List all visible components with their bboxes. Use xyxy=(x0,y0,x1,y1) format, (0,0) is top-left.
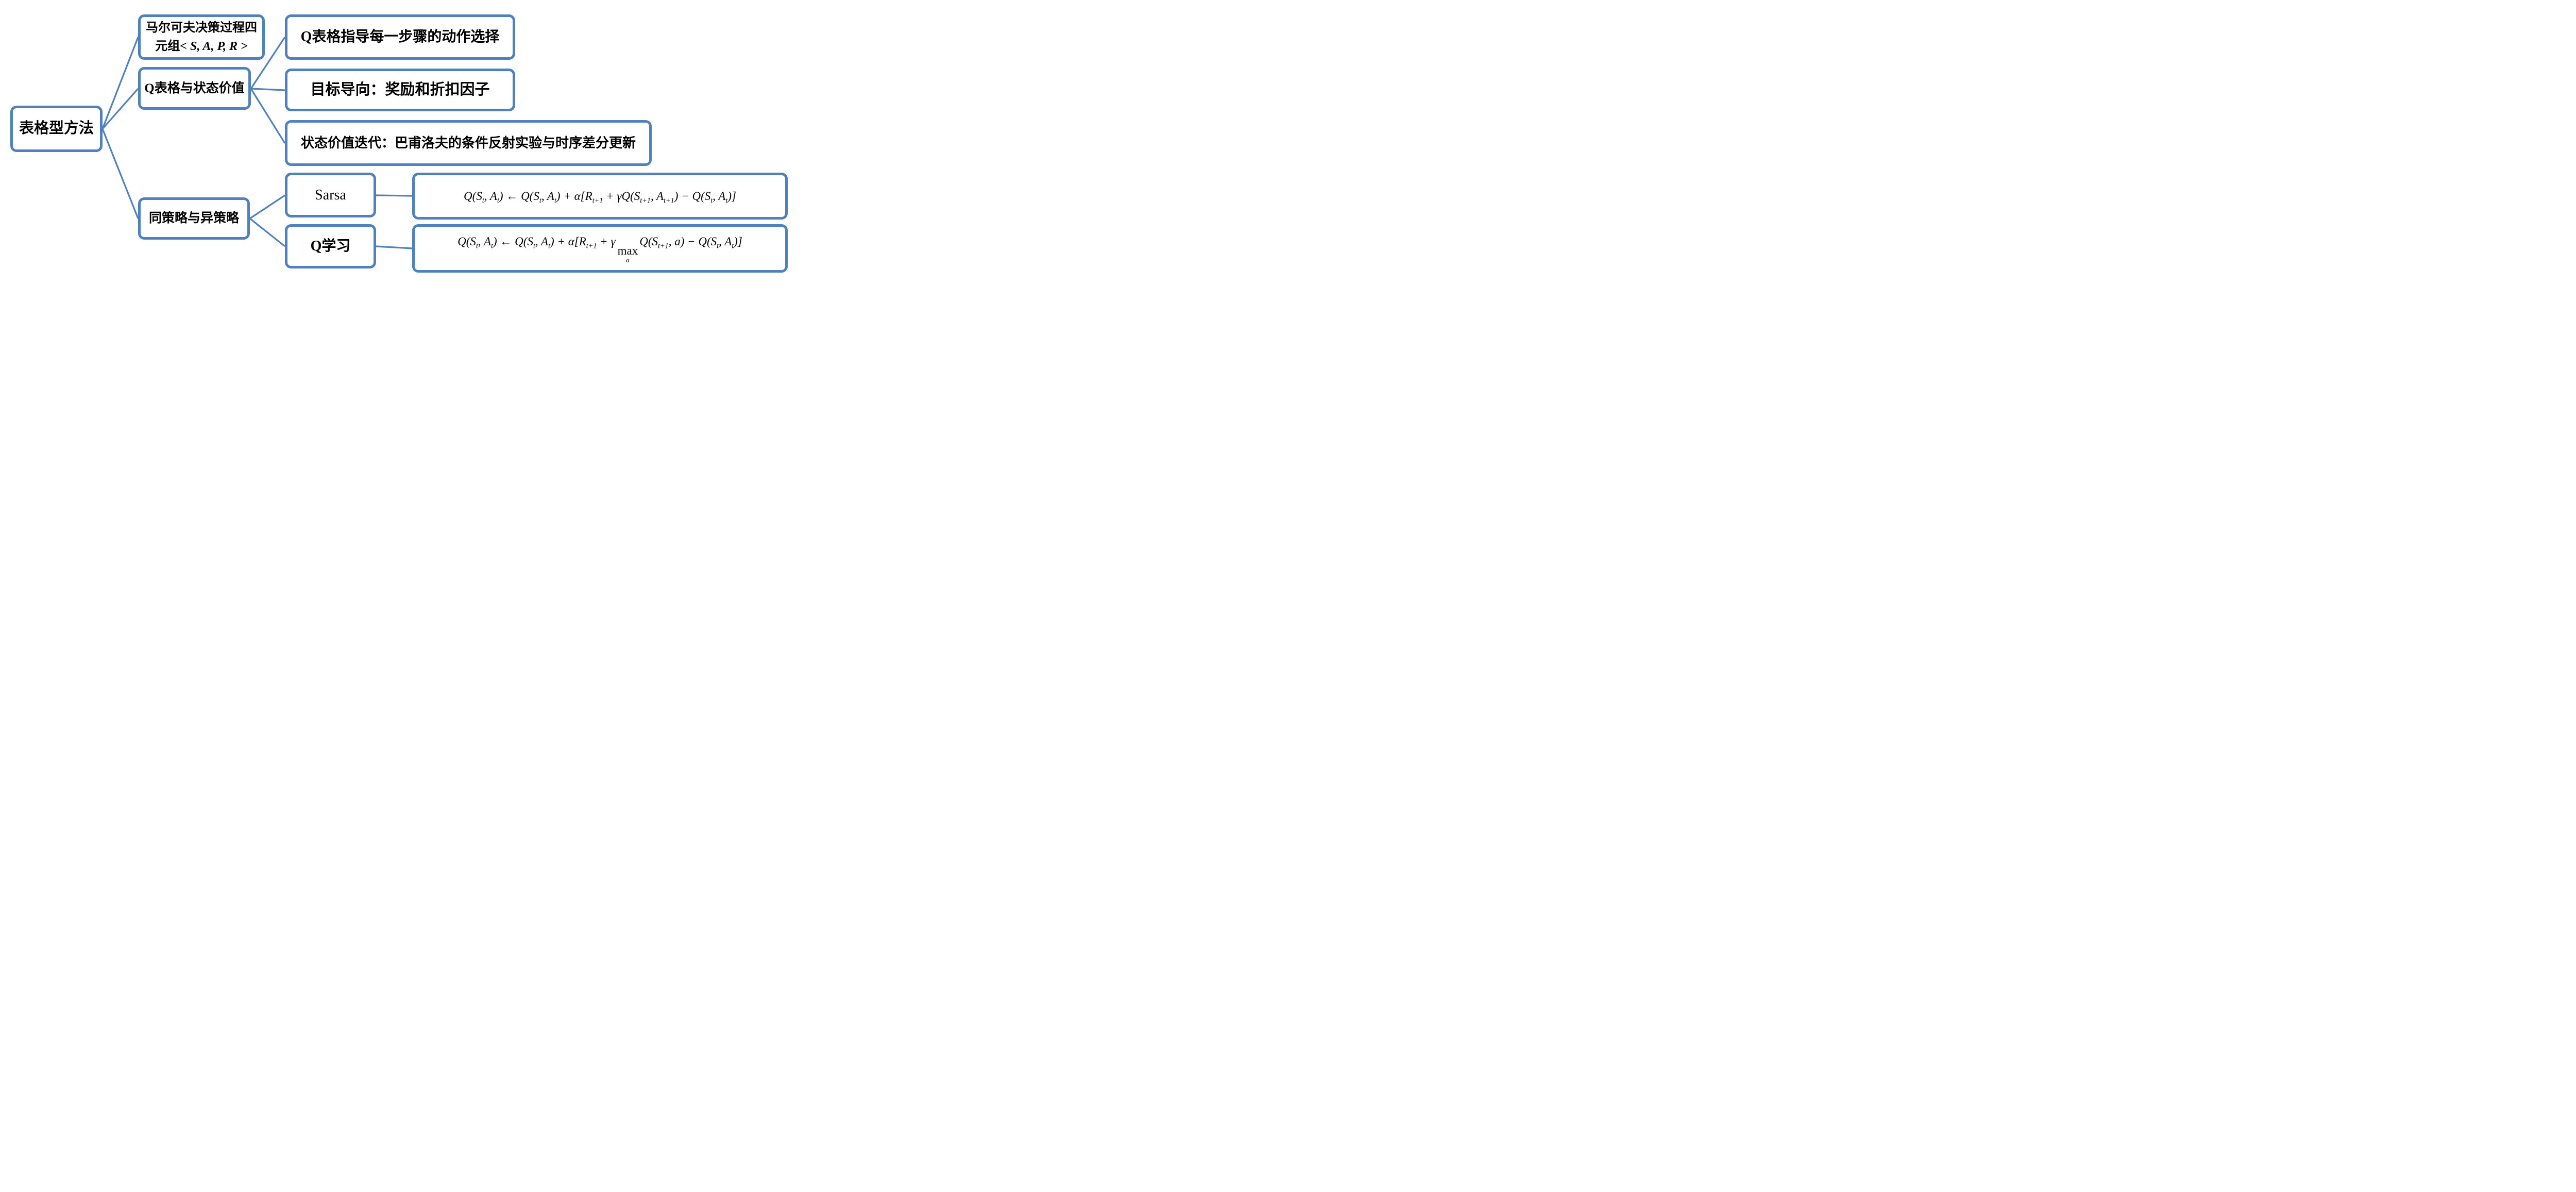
connector-policy-sarsa xyxy=(249,194,285,220)
node-value-iter-label: 状态价值迭代：巴甫洛夫的条件反射实验与时序差分更新 xyxy=(300,135,636,150)
connector-qtable-value-iter xyxy=(250,88,286,144)
node-qtable: Q表格与状态价值 xyxy=(138,67,251,110)
node-mdp-label: 马尔可夫决策过程四 元组< S, A, P, R > xyxy=(146,19,257,56)
connector-policy-qlearning xyxy=(249,217,285,247)
connector-qtable-guide xyxy=(250,37,286,89)
connector-sarsa-formula xyxy=(376,194,413,197)
connector-qlearning-formula xyxy=(376,245,413,249)
connector-lines xyxy=(101,37,413,249)
node-mdp: 马尔可夫决策过程四 元组< S, A, P, R > xyxy=(138,14,265,60)
connector-qtable-goal xyxy=(250,88,285,91)
node-value-iter: 状态价值迭代：巴甫洛夫的条件反射实验与时序差分更新 xyxy=(285,120,652,166)
node-qtable-guide-label: Q表格指导每一步骤的动作选择 xyxy=(300,29,500,45)
node-qlearning-label: Q学习 xyxy=(310,238,351,255)
node-sarsa-label: Sarsa xyxy=(315,187,346,203)
node-qtable-guide: Q表格指导每一步骤的动作选择 xyxy=(285,14,515,60)
mindmap-canvas: 表格型方法 马尔可夫决策过程四 元组< S, A, P, R > Q表格与状态价… xyxy=(0,0,805,298)
connector-root-mdp xyxy=(101,37,139,129)
node-sarsa-formula: Q(St, At) ← Q(St, At) + α[Rt+1 + γQ(St+1… xyxy=(412,173,788,220)
node-qtable-label: Q表格与状态价值 xyxy=(144,81,245,95)
node-mdp-line1: 马尔可夫决策过程四 xyxy=(146,21,257,35)
node-qlearning: Q学习 xyxy=(285,224,376,268)
connector-root-policy xyxy=(101,128,139,219)
node-goal-label: 目标导向：奖励和折扣因子 xyxy=(310,81,490,98)
node-root-label: 表格型方法 xyxy=(19,120,94,137)
node-policy-label: 同策略与异策略 xyxy=(148,211,239,226)
connector-root-qtable xyxy=(101,88,139,130)
node-root: 表格型方法 xyxy=(10,106,103,152)
sarsa-formula-text: Q(St, At) ← Q(St, At) + α[Rt+1 + γQ(St+1… xyxy=(464,189,736,205)
node-sarsa: Sarsa xyxy=(285,173,376,217)
node-mdp-line2: 元组< S, A, P, R > xyxy=(155,40,248,53)
node-goal: 目标导向：奖励和折扣因子 xyxy=(285,69,515,111)
node-policy: 同策略与异策略 xyxy=(138,197,250,240)
